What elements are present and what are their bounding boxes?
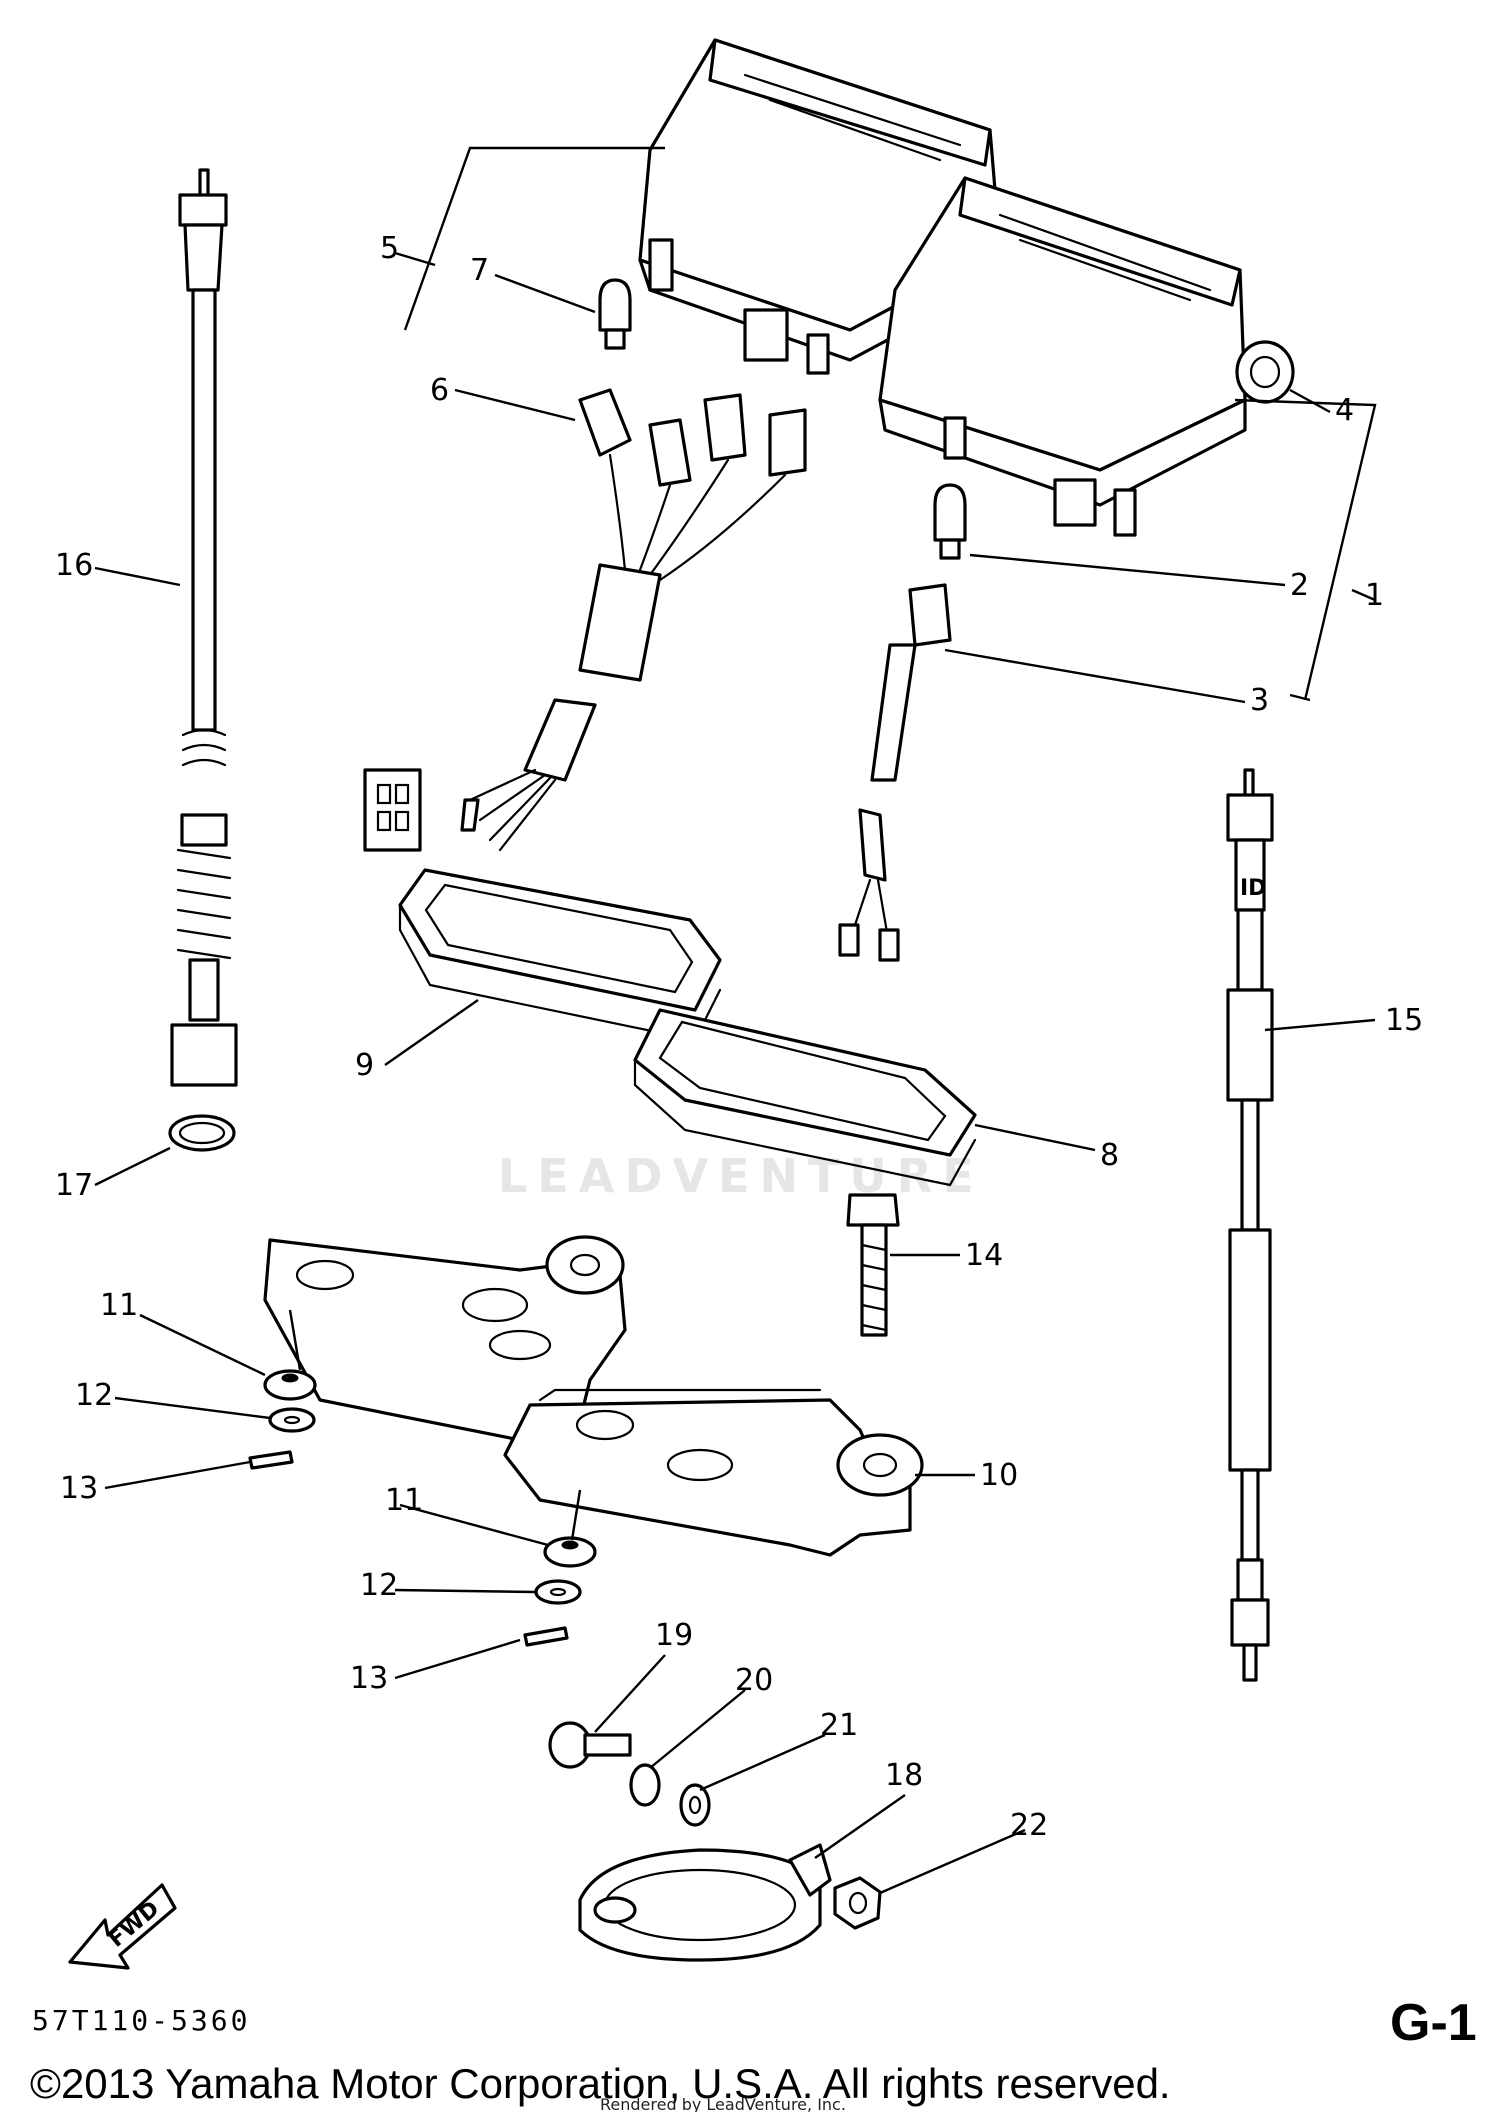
- callout-12-upper: 12: [75, 1378, 113, 1413]
- copyright-notice: ©2013 Yamaha Motor Corporation, U.S.A. A…: [30, 2060, 1171, 2107]
- callout-19: 19: [655, 1618, 693, 1653]
- part-bulb-left: [598, 278, 632, 350]
- callout-18: 18: [885, 1758, 923, 1793]
- callout-15: 15: [1385, 1003, 1423, 1038]
- part-washer-20: [629, 1763, 661, 1807]
- callout-21: 21: [820, 1708, 858, 1743]
- callout-11-upper: 11: [100, 1288, 138, 1323]
- callout-14: 14: [965, 1238, 1003, 1273]
- part-bulb-right: [933, 483, 967, 560]
- part-trip-knob: [1235, 340, 1295, 404]
- fwd-arrow-icon: FWD: [68, 1883, 177, 1970]
- callout-10: 10: [980, 1458, 1018, 1493]
- part-number: 57T110-5360: [32, 2004, 250, 2037]
- callout-2: 2: [1290, 568, 1309, 603]
- part-clip-upper: [248, 1450, 294, 1470]
- callout-8: 8: [1100, 1138, 1119, 1173]
- part-socket-right: [838, 583, 952, 962]
- callout-12-lower: 12: [360, 1568, 398, 1603]
- callout-7: 7: [470, 253, 489, 288]
- part-o-ring: [168, 1114, 236, 1152]
- speedo-mark-text: ID: [1240, 876, 1266, 901]
- callout-4: 4: [1335, 393, 1354, 428]
- part-tach-cable: [170, 168, 238, 1087]
- part-washer-lower: [534, 1579, 582, 1605]
- callout-13-upper: 13: [60, 1471, 98, 1506]
- callout-3: 3: [1250, 683, 1269, 718]
- section-label: G-1: [1390, 1994, 1477, 2052]
- part-nut: [833, 1876, 882, 1930]
- callout-20: 20: [735, 1663, 773, 1698]
- part-clamp: [578, 1843, 832, 1962]
- callout-22: 22: [1010, 1808, 1048, 1843]
- part-speedo-cable: ID: [1226, 768, 1274, 1682]
- part-bolt: [846, 1193, 900, 1337]
- callout-6: 6: [430, 373, 449, 408]
- part-grommet-lower: [543, 1536, 597, 1568]
- part-clip-lower: [523, 1626, 569, 1647]
- part-meter-bracket: [263, 1235, 924, 1557]
- callout-17: 17: [55, 1168, 93, 1203]
- callout-11-lower: 11: [385, 1483, 423, 1518]
- callout-5: 5: [380, 231, 399, 266]
- part-washer-upper: [268, 1407, 316, 1433]
- callout-labels: 1 2 3 4 5 6 7 8 9 10 11 11 12 12 13 13 1…: [55, 231, 1423, 1843]
- part-bolt-small: [548, 1721, 632, 1769]
- part-washer-21: [679, 1783, 711, 1827]
- callout-16: 16: [55, 548, 93, 583]
- part-grommet-upper: [263, 1369, 317, 1401]
- part-meter-housing-right: [878, 176, 1247, 537]
- render-credit: Rendered by LeadVenture, Inc.: [600, 2095, 846, 2112]
- callout-13-lower: 13: [350, 1661, 388, 1696]
- part-socket-harness: [363, 388, 807, 852]
- callout-1: 1: [1365, 578, 1384, 613]
- part-lens-gasket-right: [633, 1008, 977, 1187]
- callout-9: 9: [355, 1048, 374, 1083]
- leader-lines: [94, 146, 1377, 1895]
